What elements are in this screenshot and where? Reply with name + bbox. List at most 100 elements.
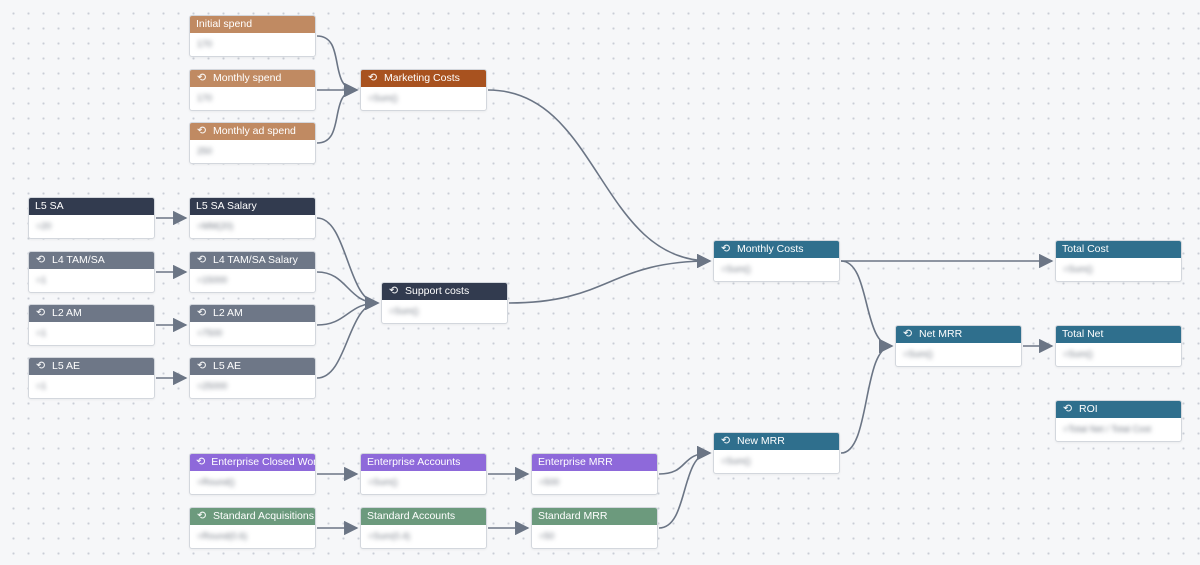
node-header[interactable]: ⟲ Monthly ad spend: [190, 123, 315, 140]
refresh-icon[interactable]: ⟲: [35, 360, 46, 372]
node-title: Standard Accounts: [367, 510, 456, 522]
node-header[interactable]: Enterprise Accounts: [361, 454, 486, 471]
node-header[interactable]: Total Cost: [1056, 241, 1181, 258]
refresh-icon[interactable]: ⟲: [1062, 403, 1073, 415]
node-value: =1: [36, 328, 47, 338]
refresh-icon[interactable]: ⟲: [196, 254, 207, 266]
connector-l5_ae_salary-to-support_costs: [316, 295, 380, 379]
node-value: =7500: [197, 328, 223, 338]
node-value: =Sum(0.4): [368, 531, 411, 541]
node-new-mrr[interactable]: ⟲New MRR =Sum(): [713, 432, 840, 474]
refresh-icon[interactable]: ⟲: [388, 285, 399, 297]
node-title: L4 TAM/SA Salary: [213, 254, 298, 266]
node-title: Net MRR: [919, 328, 963, 340]
refresh-icon[interactable]: ⟲: [902, 328, 913, 340]
connector-l5_sa_salary-to-support_costs: [316, 217, 380, 311]
node-header[interactable]: ⟲ Monthly Costs: [714, 241, 839, 258]
node-header[interactable]: ⟲ L4 TAM/SA Salary: [190, 252, 315, 269]
node-header[interactable]: L5 SA: [29, 198, 154, 215]
connector-monthly_ad_spend-to-marketing_costs: [316, 82, 359, 144]
node-header[interactable]: ⟲Support costs: [382, 283, 507, 300]
node-value: =Sum(): [368, 477, 398, 487]
node-initial-spend[interactable]: Initial spend 170: [189, 15, 316, 57]
refresh-icon[interactable]: ⟲: [35, 254, 46, 266]
node-l5-sa-salary[interactable]: L5 SA Salary =MM(20): [189, 197, 316, 239]
node-l4-tam-sa-salary[interactable]: ⟲ L4 TAM/SA Salary =15000: [189, 251, 316, 293]
node-title: L5 SA Salary: [196, 200, 257, 212]
node-title: Initial spend: [196, 18, 253, 30]
node-monthly-ad-spend[interactable]: ⟲Monthly ad spend 250: [189, 122, 316, 164]
node-header[interactable]: ⟲Monthly spend: [190, 70, 315, 87]
node-header[interactable]: Standard MRR: [532, 508, 657, 525]
node-title: L4 TAM/SA: [52, 254, 105, 266]
node-enterprise-accounts[interactable]: Enterprise Accounts =Sum(): [360, 453, 487, 495]
node-total-net[interactable]: Total Net =Sum(): [1055, 325, 1182, 367]
node-value: =500: [539, 477, 560, 487]
node-header[interactable]: ⟲ L5 AE: [190, 358, 315, 375]
node-l5-ae[interactable]: ⟲L5 AE =1: [28, 357, 155, 399]
node-title: Total Cost: [1062, 243, 1109, 255]
node-l4-tam-sa[interactable]: ⟲ L4 TAM/SA =1: [28, 251, 155, 293]
node-value: =Sum(): [1063, 349, 1093, 359]
node-l5-sa[interactable]: L5 SA =20: [28, 197, 155, 239]
node-marketing-costs[interactable]: ⟲ Marketing Costs =Sum(): [360, 69, 487, 111]
node-enterprise-closed-won[interactable]: ⟲Enterprise Closed Won =Round(): [189, 453, 316, 495]
node-header[interactable]: Standard Accounts: [361, 508, 486, 525]
refresh-icon[interactable]: ⟲: [196, 72, 207, 84]
node-value: =MM(20): [197, 221, 234, 231]
node-value: =Sum(): [368, 93, 398, 103]
node-title: Enterprise Closed Won: [211, 456, 315, 468]
refresh-icon[interactable]: ⟲: [367, 72, 378, 84]
node-title: Marketing Costs: [384, 72, 460, 84]
node-title: Monthly Costs: [737, 243, 804, 255]
node-title: L5 AE: [52, 360, 81, 372]
refresh-icon[interactable]: ⟲: [196, 360, 207, 372]
node-value: =Sum(): [903, 349, 933, 359]
node-title: ROI: [1079, 403, 1098, 415]
node-value: =15000: [197, 275, 228, 285]
node-header[interactable]: ⟲ Net MRR: [896, 326, 1021, 343]
node-total-cost[interactable]: Total Cost =Sum(): [1055, 240, 1182, 282]
node-title: L5 AE: [213, 360, 242, 372]
node-value: =1: [36, 275, 47, 285]
node-roi[interactable]: ⟲ROI =Total Net / Total Cost: [1055, 400, 1182, 442]
node-standard-acquisitions[interactable]: ⟲Standard Acquisitions =Round(0.6): [189, 507, 316, 549]
node-header[interactable]: ⟲ ROI: [1056, 401, 1181, 418]
node-support-costs[interactable]: ⟲Support costs =Sum(): [381, 282, 508, 324]
refresh-icon[interactable]: ⟲: [196, 510, 207, 522]
node-header[interactable]: ⟲New MRR: [714, 433, 839, 450]
node-l2-am-salary[interactable]: ⟲ L2 AM =7500: [189, 304, 316, 346]
refresh-icon[interactable]: ⟲: [720, 243, 731, 255]
connector-standard_mrr-to-new_mrr: [658, 445, 712, 529]
node-header[interactable]: ⟲Standard Acquisitions: [190, 508, 315, 525]
refresh-icon[interactable]: ⟲: [196, 456, 206, 468]
node-header[interactable]: L5 SA Salary: [190, 198, 315, 215]
refresh-icon[interactable]: ⟲: [35, 307, 46, 319]
refresh-icon[interactable]: ⟲: [720, 435, 731, 447]
node-enterprise-mrr[interactable]: Enterprise MRR =500: [531, 453, 658, 495]
node-standard-accounts[interactable]: Standard Accounts =Sum(0.4): [360, 507, 487, 549]
node-net-mrr[interactable]: ⟲ Net MRR =Sum(): [895, 325, 1022, 367]
node-title: Enterprise MRR: [538, 456, 613, 468]
node-header[interactable]: ⟲ Enterprise Closed Won: [190, 454, 315, 471]
node-header[interactable]: ⟲ L4 TAM/SA: [29, 252, 154, 269]
node-l5-ae-salary[interactable]: ⟲L5 AE =25000: [189, 357, 316, 399]
node-header[interactable]: ⟲ L2 AM: [29, 305, 154, 322]
node-header[interactable]: ⟲ Marketing Costs: [361, 70, 486, 87]
node-title: Monthly ad spend: [213, 125, 296, 137]
node-header[interactable]: ⟲ L5 AE: [29, 358, 154, 375]
node-title: L2 AM: [213, 307, 243, 319]
node-monthly-costs[interactable]: ⟲Monthly Costs =Sum(): [713, 240, 840, 282]
node-title: Total Net: [1062, 328, 1104, 340]
node-header[interactable]: Total Net: [1056, 326, 1181, 343]
node-monthly-spend[interactable]: ⟲Monthly spend 170: [189, 69, 316, 111]
node-header[interactable]: ⟲ L2 AM: [190, 305, 315, 322]
node-header[interactable]: Enterprise MRR: [532, 454, 657, 471]
node-value: =50: [539, 531, 555, 541]
refresh-icon[interactable]: ⟲: [196, 307, 207, 319]
node-title: L2 AM: [52, 307, 82, 319]
node-l2-am[interactable]: ⟲ L2 AM =1: [28, 304, 155, 346]
node-header[interactable]: Initial spend: [190, 16, 315, 33]
refresh-icon[interactable]: ⟲: [196, 125, 207, 137]
node-standard-mrr[interactable]: Standard MRR =50: [531, 507, 658, 549]
